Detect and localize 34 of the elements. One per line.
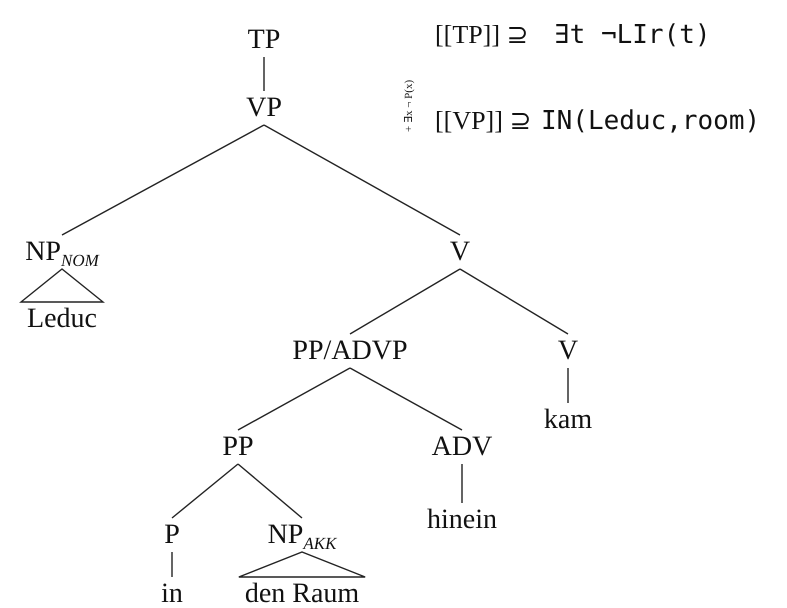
formula-text: IN(Leduc,room) bbox=[541, 108, 760, 134]
tree-node-label: ADV bbox=[432, 433, 492, 461]
tree-node-label: V bbox=[558, 337, 578, 365]
tree-branch bbox=[264, 124, 460, 236]
tree-branch bbox=[238, 367, 350, 431]
tree-branch bbox=[62, 124, 264, 236]
tree-node-label: TP bbox=[248, 26, 280, 54]
tree-node-label: kam bbox=[544, 406, 592, 434]
tree-node-label: PP/ADVP bbox=[292, 337, 408, 365]
triangle-branch bbox=[19, 268, 105, 303]
rotated-formula: + ∃x ¬ P(x) bbox=[404, 80, 415, 132]
tree-node-label: den Raum bbox=[244, 580, 360, 608]
formula-text: [[TP]] ⊇ bbox=[435, 22, 528, 48]
tree-node-label: V bbox=[450, 238, 470, 266]
formula-text: ∃t ¬LIr(t) bbox=[554, 22, 711, 48]
tree-branch bbox=[350, 268, 460, 335]
tree-node-label: hinein bbox=[427, 506, 497, 534]
tree-node-label: in bbox=[161, 580, 183, 608]
tree-branch bbox=[567, 368, 569, 403]
tree-branch bbox=[171, 552, 173, 577]
tree-node-label: Leduc bbox=[27, 305, 97, 333]
tree-branch bbox=[350, 367, 462, 431]
tree-branch bbox=[263, 57, 265, 91]
tree-node-label: PP bbox=[222, 433, 254, 461]
tree-node-label: NP$_{AKK}$ bbox=[268, 521, 336, 549]
tree-branch bbox=[238, 463, 302, 519]
tree-branch bbox=[461, 464, 463, 503]
tree-branch bbox=[460, 268, 568, 335]
tree-node-label: VP bbox=[246, 94, 282, 122]
tree-node-label: P bbox=[164, 521, 180, 549]
tree-branch bbox=[172, 463, 238, 519]
formula-text: [[VP]] ⊇ bbox=[435, 108, 532, 134]
triangle-branch bbox=[238, 551, 366, 578]
tree-node-label: NP$_{NOM}$ bbox=[25, 238, 99, 266]
